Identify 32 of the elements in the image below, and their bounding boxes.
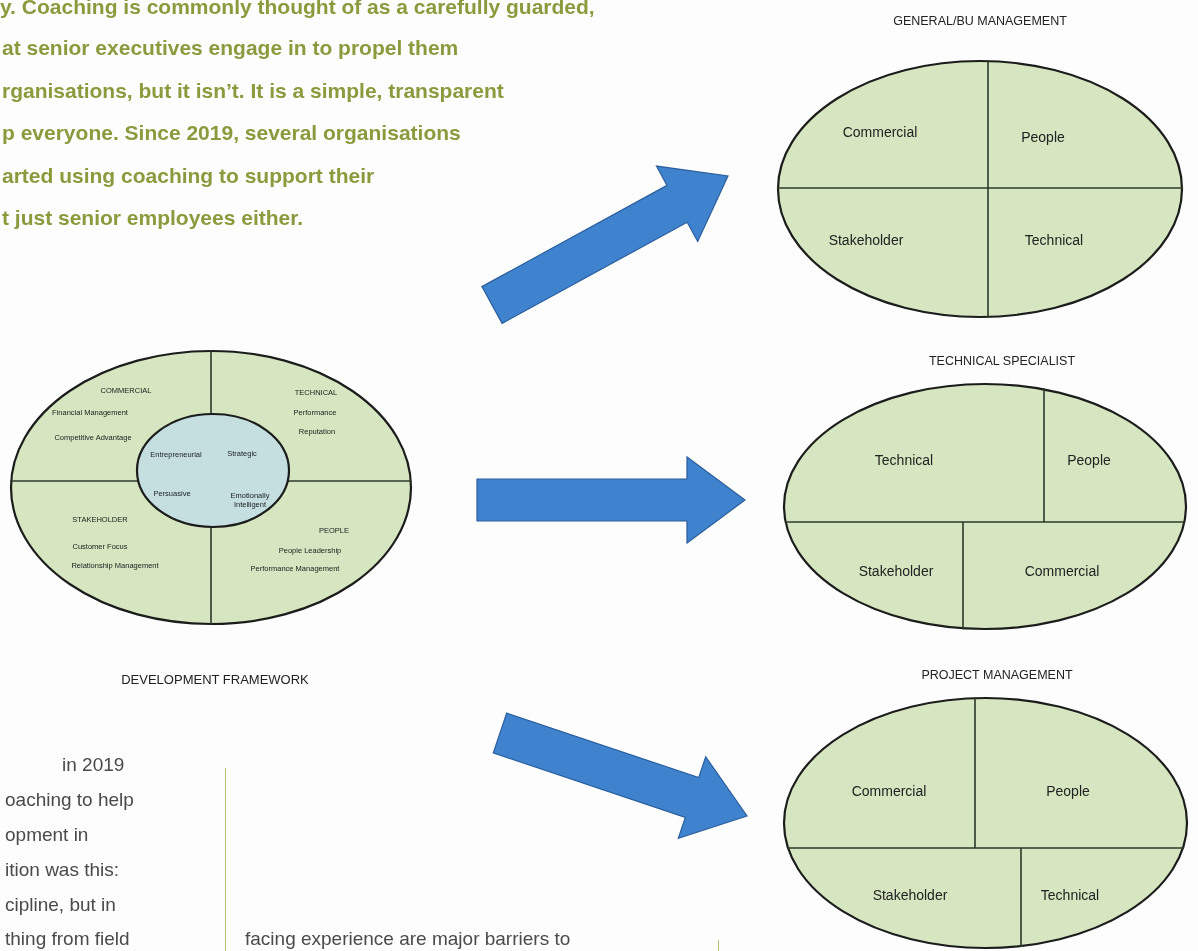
segment-label: Technical (1024, 232, 1084, 250)
block-arrow (492, 712, 748, 840)
intro-text: p everyone. Since 2019, several organisations (2, 121, 461, 145)
segment-label: People (1046, 783, 1090, 801)
segment-label: Stakeholder (872, 887, 948, 905)
framework-heading: DEVELOPMENT FRAMEWORK (121, 671, 309, 689)
segment-label: Commercial (1024, 563, 1100, 581)
body-text: oaching to help (5, 789, 134, 811)
segment-label: Technical (1040, 887, 1100, 905)
body-text: in 2019 (62, 754, 125, 776)
intro-text: rganisations, but it isn’t. It is a simple, transparent (2, 79, 504, 103)
body-text: facing experience are major barriers to (245, 928, 571, 950)
segment-label: Technical (874, 452, 934, 470)
segment-label: People (1067, 452, 1111, 470)
body-text: ition was this: (5, 859, 120, 881)
segment-label: Stakeholder (828, 232, 904, 250)
intro-text: at senior executives engage in to propel them (2, 36, 459, 60)
body-text: cipline, but in (5, 894, 116, 916)
role-heading: PROJECT MANAGEMENT (921, 668, 1073, 684)
role-heading: TECHNICAL SPECIALIST (928, 354, 1076, 370)
segment-label: Commercial (842, 124, 918, 142)
block-arrow (481, 165, 729, 325)
body-text: opment in (5, 824, 89, 846)
segment-label: People (1021, 129, 1065, 147)
block-arrow (476, 455, 746, 545)
segment-label: Stakeholder (858, 563, 934, 581)
segment-label: Commercial (851, 783, 927, 801)
body-text: thing from field (5, 928, 130, 950)
intro-text: t just senior employees either. (2, 206, 304, 230)
role-heading: GENERAL/BU MANAGEMENT (893, 14, 1067, 30)
inner-ellipse (136, 413, 290, 528)
intro-text: arted using coaching to support their (2, 164, 375, 188)
